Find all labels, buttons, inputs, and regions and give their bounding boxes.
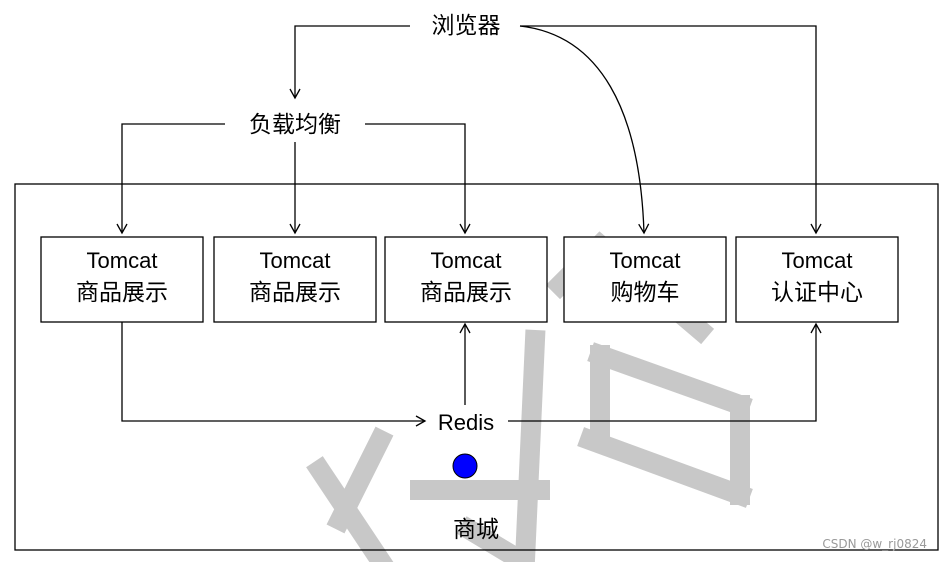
server-subtitle: 认证中心 <box>771 280 863 306</box>
tomcat-server-box[interactable]: Tomcat 商品展示 <box>213 236 377 323</box>
server-subtitle: 商品展示 <box>249 280 341 306</box>
server1-to-redis-line <box>121 322 427 427</box>
server-title: Tomcat <box>782 248 853 273</box>
tomcat-server-box[interactable]: Tomcat 商品展示 <box>384 236 548 323</box>
mall-container <box>14 183 939 551</box>
server-title: Tomcat <box>610 248 681 273</box>
server-title: Tomcat <box>87 248 158 273</box>
credit-watermark: CSDN @w_rj0824 <box>822 537 927 551</box>
connectors <box>116 25 822 427</box>
redis-label[interactable]: Redis <box>438 410 494 435</box>
mall-label: 商城 <box>453 517 499 543</box>
watermark-shape <box>306 231 753 562</box>
lb-to-server1-line <box>116 123 225 235</box>
server-title: Tomcat <box>431 248 502 273</box>
tomcat-cart-box[interactable]: Tomcat 购物车 <box>563 236 727 323</box>
tomcat-auth-box[interactable]: Tomcat 认证中心 <box>735 236 899 323</box>
server-subtitle: 购物车 <box>611 280 680 306</box>
server-title: Tomcat <box>260 248 331 273</box>
browser-to-cart-line <box>519 25 650 235</box>
browser-to-auth-line <box>520 25 822 235</box>
tomcat-server-box[interactable]: Tomcat 商品展示 <box>40 236 204 323</box>
redis-to-auth-line <box>508 322 822 422</box>
server-subtitle: 商品展示 <box>76 280 168 306</box>
server-subtitle: 商品展示 <box>420 280 512 306</box>
lb-to-server3-line <box>365 123 471 235</box>
redis-dot-icon <box>452 453 478 479</box>
browser-label[interactable]: 浏览器 <box>432 13 501 39</box>
load-balancer-label[interactable]: 负载均衡 <box>249 112 341 138</box>
browser-to-lb-line <box>289 25 410 100</box>
